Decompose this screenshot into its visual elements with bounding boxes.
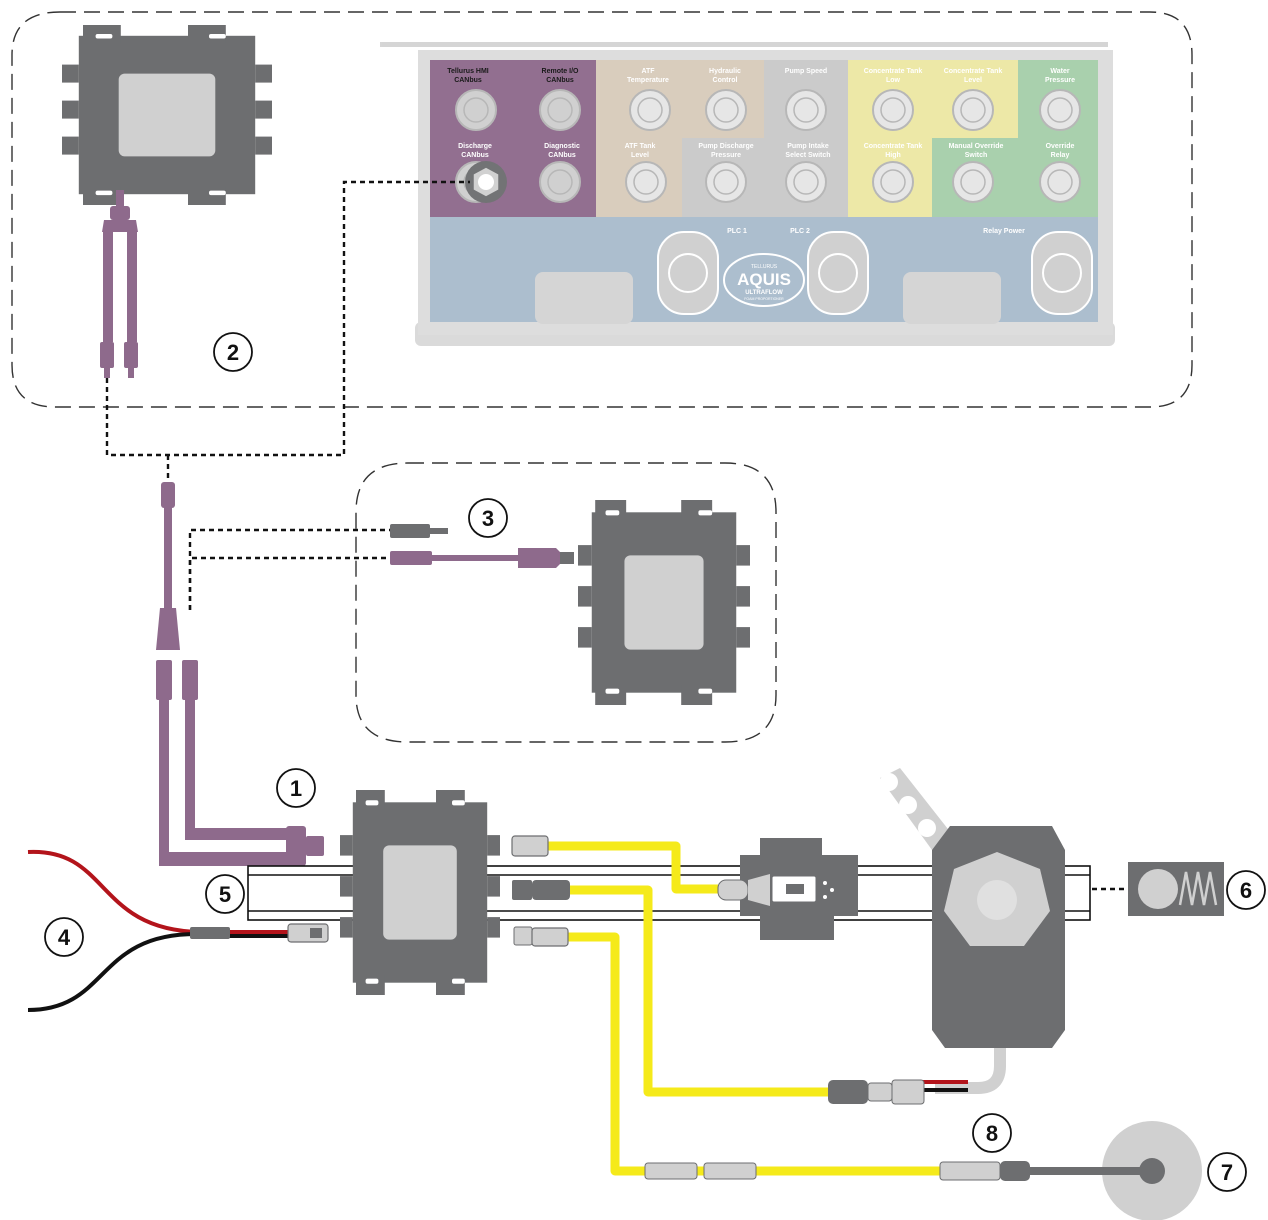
power-leads [27, 849, 329, 1012]
callout-number: 3 [482, 506, 494, 531]
callout-1: 1 [276, 768, 316, 808]
callouts: 1 2 3 4 5 6 7 8 [44, 332, 1266, 1192]
panel-connectors [455, 89, 1081, 203]
svg-text:FOAM PROPORTIONER: FOAM PROPORTIONER [744, 297, 784, 301]
group-boundary-remote [355, 462, 777, 743]
panel-port-icon [872, 89, 914, 131]
panel-port-icon [952, 89, 994, 131]
callout-number: 7 [1221, 1160, 1233, 1185]
remote-cable-3 [390, 524, 574, 568]
coil-sensor-icon [1128, 862, 1224, 916]
panel-port-icon [705, 89, 747, 131]
group-boundary-panel [11, 11, 1193, 408]
flow-sensor-icon [717, 838, 858, 940]
callout-number: 8 [986, 1121, 998, 1146]
module-3-icon [578, 500, 750, 705]
callout-2: 2 [213, 332, 253, 372]
callout-4: 4 [44, 917, 84, 957]
callout-8: 8 [972, 1113, 1012, 1153]
label-plc-2: PLC 2 [790, 228, 810, 235]
panel-port-icon [539, 161, 581, 203]
panel-port-icon [455, 89, 497, 131]
label-relay-power: Relay Power [983, 228, 1025, 235]
panel-top-rail [380, 42, 1108, 47]
callout-number: 4 [58, 925, 71, 950]
label-pump-speed: Pump Speed [785, 68, 827, 75]
svg-text:ULTRAFLOW: ULTRAFLOW [745, 290, 783, 296]
svg-text:AQUIS: AQUIS [737, 270, 791, 289]
yellow-cables [548, 841, 1000, 1176]
callout-number: 6 [1240, 878, 1252, 903]
dotted-connections [105, 180, 1128, 891]
panel-foot-right [903, 272, 1001, 324]
relay-power-connector-icon [1031, 231, 1093, 315]
discharge-port-icon [465, 161, 507, 203]
plc-connectors [657, 231, 1093, 315]
pump-actuator-icon [880, 768, 1065, 1094]
callout-6: 6 [1226, 870, 1266, 910]
panel-port-icon [625, 161, 667, 203]
panel-port-icon [1039, 89, 1081, 131]
callout-3: 3 [468, 498, 508, 538]
pump-harness [828, 1079, 968, 1105]
aquis-logo: TELLURUS AQUIS ULTRAFLOW FOAM PROPORTION… [723, 253, 805, 307]
callout-number: 5 [219, 882, 231, 907]
callout-5: 5 [205, 874, 245, 914]
callout-7: 7 [1207, 1152, 1247, 1192]
panel-port-icon [539, 89, 581, 131]
panel-port-icon [872, 161, 914, 203]
callout-number: 2 [227, 340, 239, 365]
plc2-connector-icon [807, 231, 869, 315]
pressure-sensor-icon [1000, 1121, 1202, 1220]
can-trunk-cable [156, 482, 324, 866]
panel-port-icon [952, 161, 994, 203]
yellow-connectors [511, 835, 1001, 1181]
plc1-connector-icon [657, 231, 719, 315]
panel-port-icon [705, 161, 747, 203]
panel-port-icon [629, 89, 671, 131]
svg-text:TELLURUS: TELLURUS [751, 264, 778, 270]
callout-number: 1 [290, 776, 302, 801]
module-2-icon [62, 25, 272, 205]
panel-port-icon [1039, 161, 1081, 203]
panel-foot-left [535, 272, 633, 324]
label-plc-1: PLC 1 [727, 228, 747, 235]
panel-port-icon [785, 89, 827, 131]
module-1-icon [340, 790, 500, 995]
panel-port-icon [785, 161, 827, 203]
splitter-cable-top [100, 190, 138, 378]
